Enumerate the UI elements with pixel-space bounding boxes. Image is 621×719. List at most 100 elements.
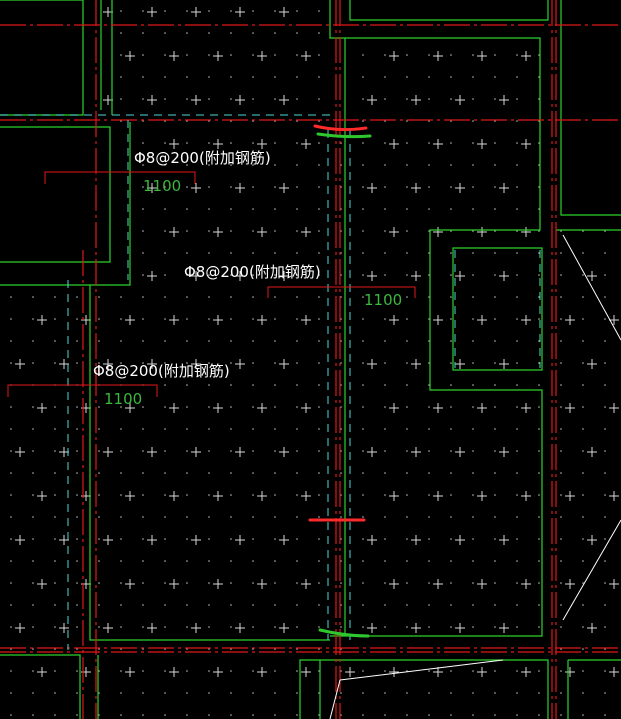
hatch-plus (455, 447, 465, 457)
hatch-plus (59, 623, 69, 633)
markers (308, 124, 372, 638)
hatch-plus (301, 51, 311, 61)
hatch-plus (477, 667, 487, 677)
hatch-plus (147, 95, 157, 105)
hatch-plus (257, 403, 267, 413)
hatch-plus (169, 315, 179, 325)
hatch-plus (147, 271, 157, 281)
hatch-plus (213, 51, 223, 61)
hatch-plus (389, 491, 399, 501)
hatch-plus (257, 667, 267, 677)
hatch-plus (499, 183, 509, 193)
hatch-plus (521, 139, 531, 149)
rebar-note-2-dimension: 1100 (364, 291, 402, 309)
hatch-plus (169, 403, 179, 413)
hatch-plus (367, 535, 377, 545)
opening-diagonals (329, 234, 621, 719)
hatch-plus (455, 535, 465, 545)
hatch-plus (411, 535, 421, 545)
hatch-plus (235, 623, 245, 633)
hatch-plus (235, 447, 245, 457)
hatch-plus (191, 271, 201, 281)
hatch-plus (433, 403, 443, 413)
hatch-plus (301, 139, 311, 149)
hatch-plus (565, 403, 575, 413)
hatch-plus (213, 139, 223, 149)
hatch-plus (235, 359, 245, 369)
hatch-plus (191, 183, 201, 193)
hatch-plus (367, 623, 377, 633)
hatch-plus (609, 579, 619, 589)
hatch-plus (15, 535, 25, 545)
hatch-plus (411, 95, 421, 105)
hatch-plus (37, 491, 47, 501)
hatch-plus (433, 491, 443, 501)
hatch-plus (15, 447, 25, 457)
hatch-plus (59, 535, 69, 545)
hatch-plus (389, 579, 399, 589)
hatch-plus (521, 227, 531, 237)
hatch-plus (37, 403, 47, 413)
hatch-plus (477, 579, 487, 589)
hatch-plus (169, 51, 179, 61)
hatch-plus (521, 491, 531, 501)
hatch-plus (389, 51, 399, 61)
hatch-plus (103, 535, 113, 545)
hatch-plus (477, 139, 487, 149)
hatch-plus (37, 667, 47, 677)
rebar-note-1-dimension: 1100 (143, 177, 181, 195)
hatch-plus (389, 227, 399, 237)
hatch-plus (235, 535, 245, 545)
hatch-plus (125, 403, 135, 413)
hatch-plus (411, 271, 421, 281)
hatch-plus (609, 667, 619, 677)
hatch-plus (125, 315, 135, 325)
hatch-plus (235, 7, 245, 17)
hatch-plus (191, 447, 201, 457)
annotations: Φ8@200(附加钢筋) 1100 Φ8@200(附加钢筋) 1100 Φ8@2… (93, 149, 402, 408)
hatch-plus (279, 359, 289, 369)
hatch-plus (103, 447, 113, 457)
hatch-plus (389, 139, 399, 149)
hatch-plus (499, 359, 509, 369)
hatch-plus (191, 7, 201, 17)
hatch-plus (389, 667, 399, 677)
hatch-plus (191, 359, 201, 369)
hatch-plus (257, 315, 267, 325)
hatch-plus (521, 579, 531, 589)
hatch-plus (345, 667, 355, 677)
hatch-plus (477, 51, 487, 61)
hatch-plus (279, 271, 289, 281)
hatch-plus (213, 667, 223, 677)
hatch-plus (103, 7, 113, 17)
hatch-plus (103, 623, 113, 633)
hatch-plus (147, 183, 157, 193)
hatch-plus (433, 667, 443, 677)
hatch-plus (301, 315, 311, 325)
hatch-plus (279, 535, 289, 545)
hatch-plus (499, 535, 509, 545)
hatch-plus (301, 403, 311, 413)
hatch-plus (59, 447, 69, 457)
rebar-note-3-dimension: 1100 (104, 390, 142, 408)
leader-lines (7, 171, 416, 397)
hatch-plus (257, 51, 267, 61)
hatch-plus (367, 447, 377, 457)
hatch-plus (279, 183, 289, 193)
hatch-plus (455, 183, 465, 193)
hatch-plus (213, 491, 223, 501)
hatch-plus (433, 579, 443, 589)
rebar-note-3-label: Φ8@200(附加钢筋) (93, 362, 230, 380)
hatch-plus (279, 7, 289, 17)
hatch-plus (367, 359, 377, 369)
hatch-plus (147, 7, 157, 17)
hatch-plus (521, 51, 531, 61)
hatch-plus (125, 579, 135, 589)
hatch-plus (147, 535, 157, 545)
hatch-plus (565, 315, 575, 325)
hatch-plus (367, 183, 377, 193)
